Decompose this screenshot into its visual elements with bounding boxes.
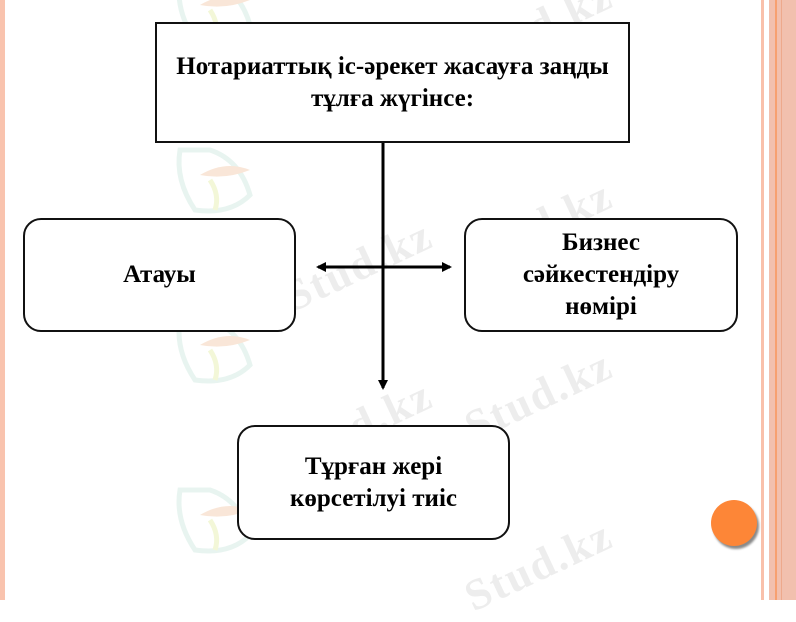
right-decorative-panel [769,0,796,600]
left-box-label: Атауы [123,261,196,288]
right-box-bin: Бизнес сәйкестендіру нөмірі [464,218,738,332]
right-thin-stripe [761,0,764,600]
left-decorative-stripe [0,0,5,600]
bottom-box-label: Тұрған жері көрсетілуі тиіс [290,452,457,512]
right-box-label: Бизнес сәйкестендіру нөмірі [522,229,680,320]
left-box-name: Атауы [23,218,296,332]
top-box: Нотариаттық іс-әрекет жасауға заңды тұлғ… [155,22,630,143]
top-box-label: Нотариаттық іс-әрекет жасауға заңды тұлғ… [176,52,609,112]
connector-lines [316,143,452,390]
right-panel-line [781,0,782,600]
right-panel-line [775,0,777,600]
orange-circle-icon [711,500,757,546]
bottom-box-location: Тұрған жері көрсетілуі тиіс [237,425,510,540]
